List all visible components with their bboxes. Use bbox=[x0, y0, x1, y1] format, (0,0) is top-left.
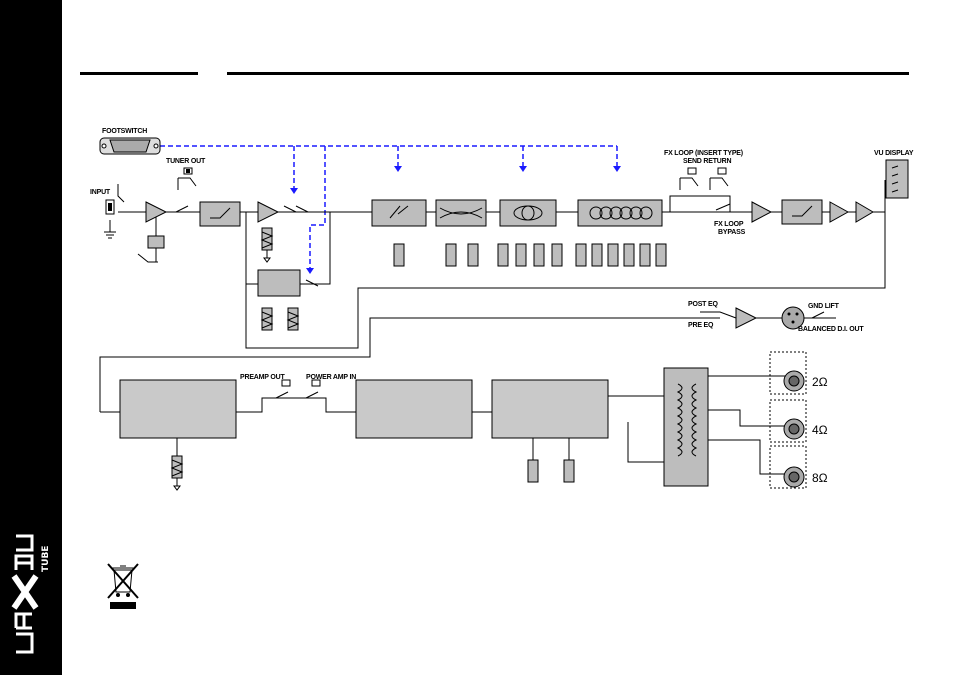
fx-loop-bypass-label-1: FX LOOP bbox=[714, 221, 744, 228]
footswitch-control-lines bbox=[160, 145, 621, 274]
di-out-section: POST EQ PRE EQ GND LIFT BALANCED D.I. OU… bbox=[688, 301, 865, 333]
fx-loop-bypass-label-2: BYPASS bbox=[718, 229, 746, 236]
effect-blocks bbox=[371, 199, 667, 267]
vu-display-label: VU DISPLAY bbox=[874, 150, 914, 157]
speaker-output-8ohm: 8Ω bbox=[769, 445, 828, 489]
stage-two bbox=[257, 201, 319, 331]
pre-eq-label: PRE EQ bbox=[688, 322, 714, 329]
sidebar-strip: TUBE bbox=[0, 0, 62, 675]
eq-potentiometers bbox=[393, 243, 667, 267]
fx-loop-section: FX LOOP (INSERT TYPE) SEND RETURN FX LOO… bbox=[664, 150, 874, 236]
vu-display: VU DISPLAY bbox=[874, 150, 914, 199]
power-amp-in-label: POWER AMP IN bbox=[306, 374, 356, 381]
crossed-bin-icon bbox=[107, 563, 139, 609]
speaker-output-4ohm: 4Ω bbox=[769, 399, 828, 443]
speaker-ohm-8: 8Ω bbox=[812, 471, 828, 485]
speaker-output-2ohm: 2Ω bbox=[769, 351, 828, 395]
input-section: INPUT TUNER OUT bbox=[90, 158, 241, 263]
input-label: INPUT bbox=[90, 189, 111, 196]
nexus-tube-logo: TUBE bbox=[11, 534, 51, 654]
speaker-ohm-4: 4Ω bbox=[812, 423, 828, 437]
footswitch-connector: FOOTSWITCH bbox=[99, 128, 161, 155]
speaker-ohm-2: 2Ω bbox=[812, 375, 828, 389]
preamp-out-label: PREAMP OUT bbox=[240, 374, 285, 381]
post-eq-label: POST EQ bbox=[688, 301, 718, 308]
fx-loop-title: FX LOOP (INSERT TYPE) bbox=[664, 150, 743, 157]
signal-wires bbox=[99, 180, 886, 475]
balanced-di-out-label: BALANCED D.I. OUT bbox=[798, 326, 864, 333]
power-section: PREAMP OUT POWER AMP IN bbox=[119, 367, 709, 491]
tuner-out-label: TUNER OUT bbox=[166, 158, 206, 165]
send-return-label: SEND RETURN bbox=[683, 158, 732, 165]
header-rule-left bbox=[80, 72, 198, 75]
footswitch-label: FOOTSWITCH bbox=[102, 128, 147, 135]
gnd-lift-label: GND LIFT bbox=[808, 303, 840, 310]
svg-text:TUBE: TUBE bbox=[41, 546, 51, 572]
header-rule-right bbox=[227, 72, 909, 75]
